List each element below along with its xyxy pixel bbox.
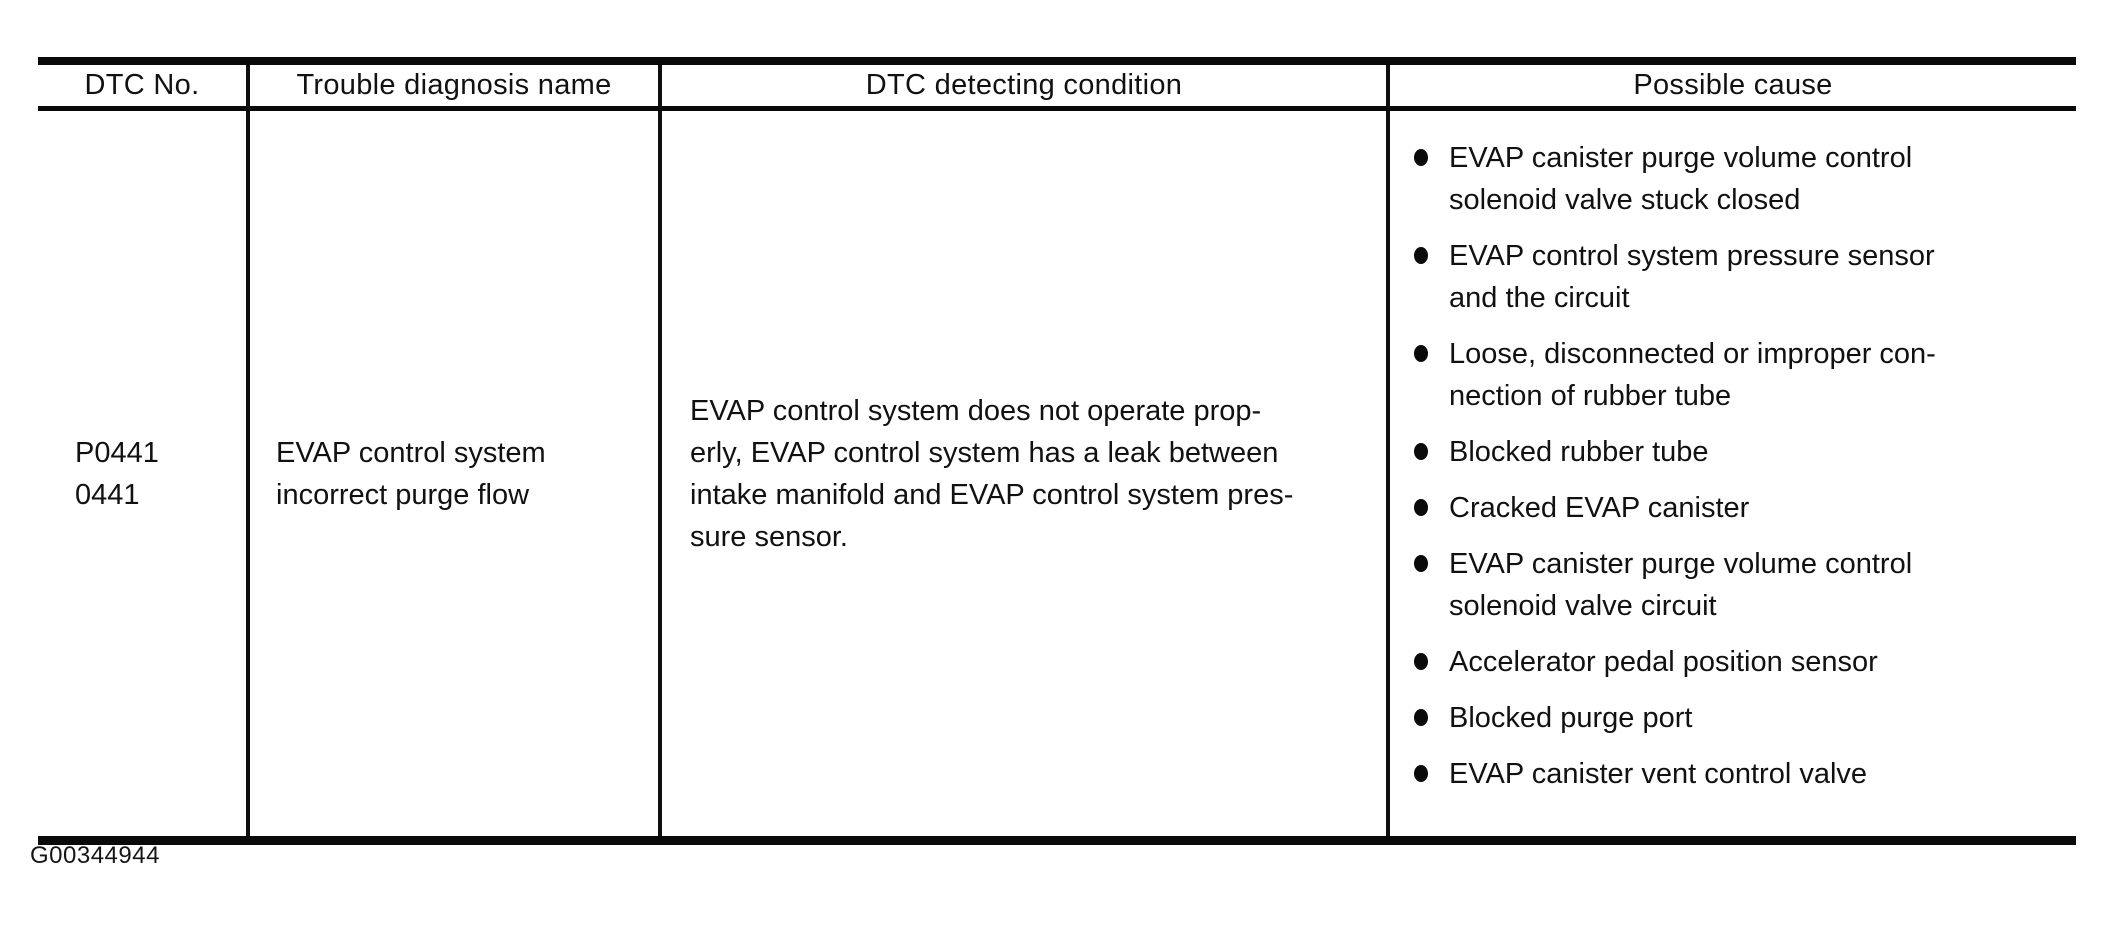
- possible-cause-item: Blocked purge port: [1414, 697, 2068, 739]
- header-label: Possible cause: [1633, 69, 1833, 101]
- possible-cause-text: EVAP canister purge volume control solen…: [1449, 548, 1913, 622]
- header-label: Trouble diagnosis name: [296, 69, 612, 101]
- header-label: DTC detecting condition: [865, 69, 1183, 101]
- possible-cause-item: EVAP canister purge volume control solen…: [1414, 137, 2068, 221]
- possible-cause-text: Loose, disconnected or improper con- nec…: [1449, 338, 1936, 412]
- bullet-icon: [1414, 765, 1428, 782]
- bullet-icon: [1414, 443, 1428, 460]
- trouble-diagnosis-name-value: EVAP control system incorrect purge flow: [276, 436, 546, 511]
- figure-id: G00344944: [30, 842, 160, 869]
- possible-cause-item: EVAP canister vent control valve: [1414, 753, 2068, 795]
- cell-dtc-detecting-condition: EVAP control system does not operate pro…: [662, 111, 1390, 836]
- bullet-icon: [1414, 499, 1428, 516]
- possible-cause-item: Cracked EVAP canister: [1414, 487, 2068, 529]
- possible-cause-item: EVAP canister purge volume control solen…: [1414, 543, 2068, 627]
- cell-trouble-diagnosis-name: EVAP control system incorrect purge flow: [250, 111, 662, 836]
- bullet-icon: [1414, 653, 1428, 670]
- bullet-icon: [1414, 709, 1428, 726]
- header-cell-possible-cause: Possible cause: [1390, 65, 2076, 111]
- possible-cause-item: Loose, disconnected or improper con- nec…: [1414, 333, 2068, 417]
- header-cell-trouble-diagnosis-name: Trouble diagnosis name: [250, 65, 662, 111]
- bullet-icon: [1414, 555, 1428, 572]
- header-cell-dtc-no: DTC No.: [38, 65, 250, 111]
- possible-cause-text: Cracked EVAP canister: [1449, 492, 1750, 524]
- cell-dtc-no: P0441 0441: [38, 111, 250, 836]
- possible-cause-item: Blocked rubber tube: [1414, 431, 2068, 473]
- dtc-detecting-condition-value: EVAP control system does not operate pro…: [690, 394, 1294, 553]
- cell-possible-cause: EVAP canister purge volume control solen…: [1390, 111, 2076, 836]
- possible-cause-item: EVAP control system pressure sensor and …: [1414, 235, 2068, 319]
- possible-cause-text: EVAP control system pressure sensor and …: [1449, 240, 1935, 314]
- dtc-no-value: P0441 0441: [75, 436, 159, 511]
- possible-cause-text: Accelerator pedal position sensor: [1449, 646, 1878, 678]
- possible-cause-text: Blocked rubber tube: [1449, 436, 1709, 468]
- bullet-icon: [1414, 149, 1428, 166]
- possible-cause-item: Accelerator pedal position sensor: [1414, 641, 2068, 683]
- bullet-icon: [1414, 345, 1428, 362]
- possible-cause-list: EVAP canister purge volume control solen…: [1414, 137, 2068, 795]
- dtc-table: DTC No. Trouble diagnosis name DTC detec…: [38, 57, 2076, 845]
- bullet-icon: [1414, 247, 1428, 264]
- possible-cause-text: EVAP canister vent control valve: [1449, 758, 1868, 790]
- possible-cause-text: EVAP canister purge volume control solen…: [1449, 142, 1913, 216]
- header-cell-dtc-detecting-condition: DTC detecting condition: [662, 65, 1390, 111]
- header-label: DTC No.: [84, 69, 200, 101]
- possible-cause-text: Blocked purge port: [1449, 702, 1693, 734]
